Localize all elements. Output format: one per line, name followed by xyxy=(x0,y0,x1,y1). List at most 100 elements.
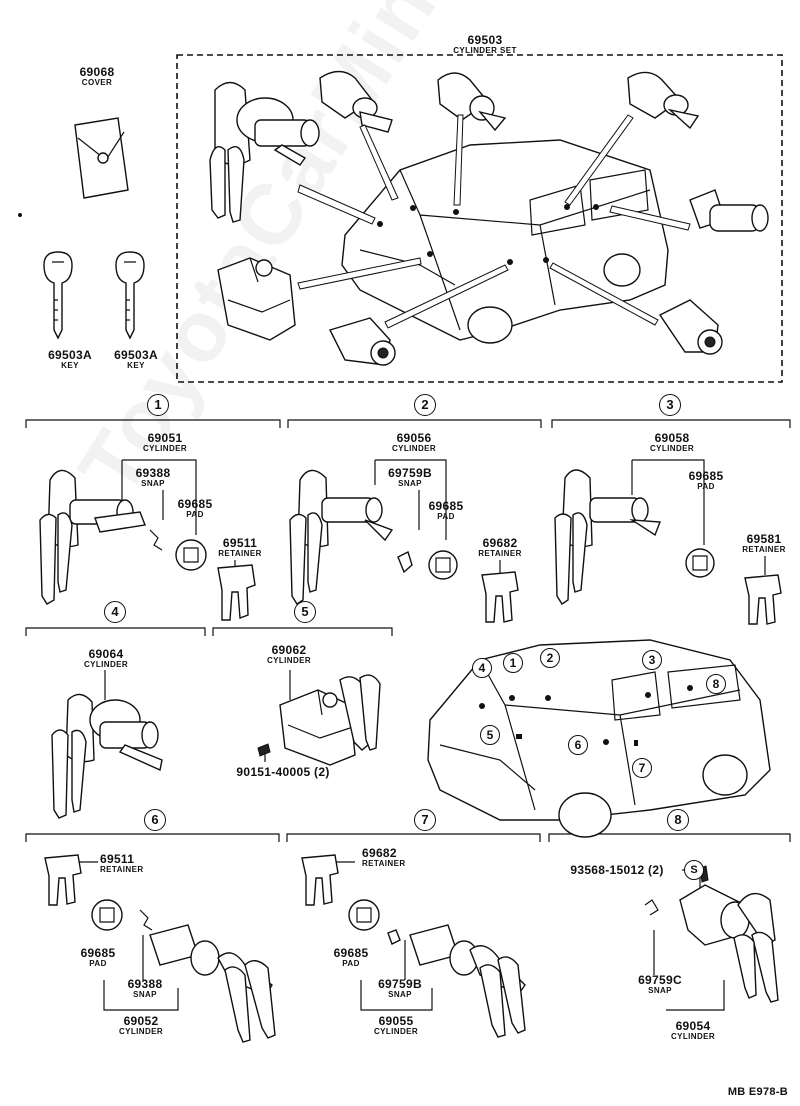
part-number: 69503A xyxy=(48,348,92,362)
s6-snap-label: 69388 SNAP xyxy=(128,978,163,999)
key-b-label: 69503A KEY xyxy=(114,349,158,370)
part-name: KEY xyxy=(127,361,145,370)
section-4-illustration xyxy=(51,693,163,819)
s5-cylinder-label: 69062 CYLINDER xyxy=(267,644,311,665)
part-name: CYLINDER SET xyxy=(453,46,517,55)
s6-retainer-label: 69511 RETAINER xyxy=(100,853,144,874)
s2-snap-label: 69759B SNAP xyxy=(388,467,432,488)
part-name: SNAP xyxy=(133,990,157,999)
part-name: SNAP xyxy=(398,479,422,488)
s7-cylinder-label: 69055 CYLINDER xyxy=(374,1015,418,1036)
part-number: 69759B xyxy=(378,977,422,991)
section-1-marker: 1 xyxy=(147,394,169,416)
section-3-marker: 3 xyxy=(659,394,681,416)
part-name: CYLINDER xyxy=(118,1027,164,1036)
part-number: 69682 xyxy=(362,846,397,860)
van-callout-3: 3 xyxy=(642,650,662,670)
part-name: CYLINDER xyxy=(266,656,312,665)
part-number: 69054 xyxy=(675,1019,711,1033)
key-a-label: 69503A KEY xyxy=(48,349,92,370)
cover-label: 69068 COVER xyxy=(80,66,115,87)
part-number: 69685 xyxy=(80,946,116,960)
section-8-marker: 8 xyxy=(667,809,689,831)
section-1-illustration xyxy=(39,469,256,621)
part-number: 69685 xyxy=(177,497,213,511)
part-number: 69052 xyxy=(123,1014,159,1028)
van-illustration xyxy=(427,639,771,838)
part-number: 69511 xyxy=(100,852,135,866)
part-number: 69511 xyxy=(222,536,258,550)
part-number: 69503A xyxy=(114,348,158,362)
part-name: RETAINER xyxy=(742,545,786,554)
s8-screw-label: 93568-15012 (2) xyxy=(570,864,663,876)
part-name: RETAINER xyxy=(100,865,144,874)
s2-pad-label: 69685 PAD xyxy=(429,500,464,521)
part-number: 69685 xyxy=(333,946,369,960)
section-4-marker: 4 xyxy=(104,601,126,623)
section-6-marker: 6 xyxy=(144,809,166,831)
part-number: 69682 xyxy=(482,536,518,550)
part-number: 69685 xyxy=(428,499,464,513)
part-number: 69056 xyxy=(396,431,432,445)
van-callout-2: 2 xyxy=(540,648,560,668)
section-7-illustration xyxy=(301,854,526,1038)
part-name: PAD xyxy=(437,512,455,521)
part-name: SNAP xyxy=(648,986,672,995)
part-name: CYLINDER xyxy=(142,444,188,453)
part-number: 69062 xyxy=(271,643,307,657)
part-name: COVER xyxy=(81,78,113,87)
van-callout-8: 8 xyxy=(706,674,726,694)
diagram-reference-code: MB E978-B xyxy=(727,1086,788,1098)
part-name: PAD xyxy=(342,959,360,968)
section-7-marker: 7 xyxy=(414,809,436,831)
s1-retainer-label: 69511 RETAINER xyxy=(218,537,262,558)
section-5-illustration xyxy=(257,674,381,766)
section-2-marker: 2 xyxy=(414,394,436,416)
part-number: 69064 xyxy=(88,647,124,661)
part-name: PAD xyxy=(186,510,204,519)
s7-pad-label: 69685 PAD xyxy=(334,947,369,968)
part-name: CYLINDER xyxy=(649,444,695,453)
van-callout-6: 6 xyxy=(568,735,588,755)
van-callout-5: 5 xyxy=(480,725,500,745)
s3-cylinder-label: 69058 CYLINDER xyxy=(650,432,694,453)
part-number: 69759C xyxy=(638,973,682,987)
s5-bolt-label: 90151-40005 (2) xyxy=(236,766,329,778)
van-callout-7: 7 xyxy=(632,758,652,778)
part-name: RETAINER xyxy=(218,549,262,558)
part-number: 69058 xyxy=(654,431,690,445)
part-name: RETAINER xyxy=(478,549,522,558)
part-name: CYLINDER xyxy=(83,660,129,669)
part-name: RETAINER xyxy=(362,859,406,868)
s1-cylinder-label: 69051 CYLINDER xyxy=(143,432,187,453)
part-number: 90151-40005 (2) xyxy=(236,765,330,779)
s1-snap-label: 69388 SNAP xyxy=(136,467,171,488)
s1-pad-label: 69685 PAD xyxy=(178,498,213,519)
section-6-illustration xyxy=(44,854,276,1043)
part-name: PAD xyxy=(89,959,107,968)
part-name: SNAP xyxy=(388,990,412,999)
part-number: 69055 xyxy=(378,1014,414,1028)
cover-illustration xyxy=(74,117,129,199)
part-number: 69503 xyxy=(467,33,503,47)
part-name: CYLINDER xyxy=(373,1027,419,1036)
s2-retainer-label: 69682 RETAINER xyxy=(478,537,522,558)
part-name: PAD xyxy=(697,482,715,491)
cylinder-set-illustration xyxy=(209,70,769,366)
section-2-illustration xyxy=(289,469,519,623)
part-number: 69051 xyxy=(147,431,183,445)
section-3-illustration xyxy=(554,469,782,625)
s3-pad-label: 69685 PAD xyxy=(689,470,724,491)
part-name: CYLINDER xyxy=(670,1032,716,1041)
part-number: 69685 xyxy=(688,469,724,483)
s8-standard-part-marker: S xyxy=(684,860,704,880)
section-5-marker: 5 xyxy=(294,601,316,623)
part-name: KEY xyxy=(61,361,79,370)
s6-pad-label: 69685 PAD xyxy=(81,947,116,968)
part-number: 69068 xyxy=(79,65,115,79)
part-number: 93568-15012 (2) xyxy=(570,863,664,877)
part-name: CYLINDER xyxy=(391,444,437,453)
s7-retainer-label: 69682 RETAINER xyxy=(362,847,406,868)
